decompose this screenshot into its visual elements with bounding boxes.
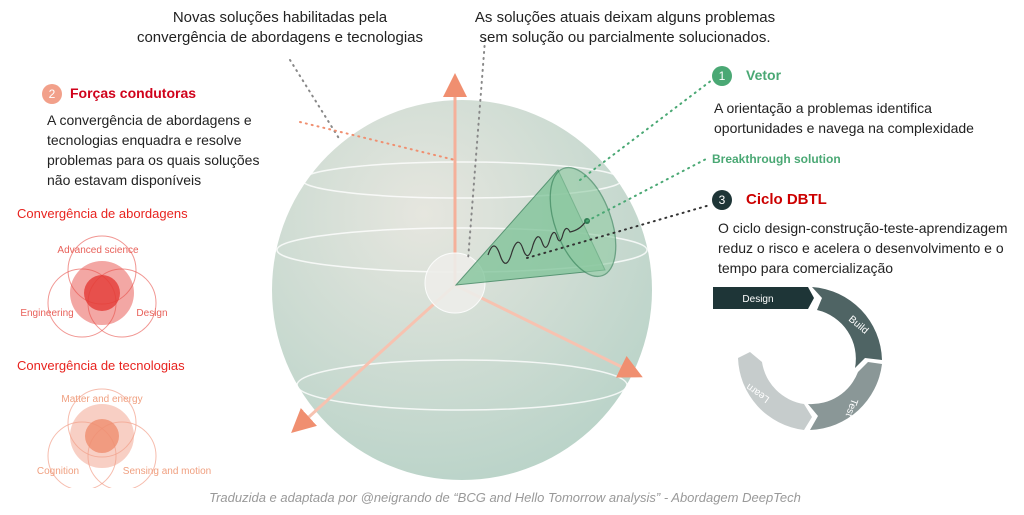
svg-text:Design: Design [742, 294, 773, 305]
svg-text:Advanced science: Advanced science [57, 245, 139, 256]
dbtl-text: O ciclo design-construção-teste-aprendiz… [718, 220, 1008, 276]
svg-text:Matter and energy: Matter and energy [61, 394, 142, 405]
inner-sphere [424, 252, 486, 314]
top-right-note: As soluções atuais deixam alguns problem… [474, 9, 776, 46]
svg-text:Sensing and motion: Sensing and motion [123, 466, 211, 477]
spiral [487, 220, 587, 264]
step-test [808, 362, 882, 430]
breakthrough-label: Breakthrough solution [712, 152, 841, 166]
venn-abordagens-title: Convergência de abordagens [17, 206, 188, 221]
venn-tecnologias-title: Convergência de tecnologias [17, 358, 185, 373]
svg-text:Cognition: Cognition [37, 466, 79, 477]
footer-credit: Traduzida e adaptada por @neigrando de “… [209, 490, 801, 505]
venn-abordagens: Advanced science Engineering Design [20, 235, 168, 338]
step-learn [738, 352, 812, 430]
dbtl-cycle: Design Build Test Learn [713, 287, 882, 430]
step-build [812, 287, 882, 368]
svg-text:Engineering: Engineering [20, 308, 73, 319]
venn-tecnologias: Matter and energy Cognition Sensing and … [37, 388, 211, 488]
arrow-down-left [291, 283, 457, 434]
svg-text:Design: Design [136, 308, 167, 319]
arrow-down-right [454, 283, 643, 378]
step-design [713, 287, 814, 309]
